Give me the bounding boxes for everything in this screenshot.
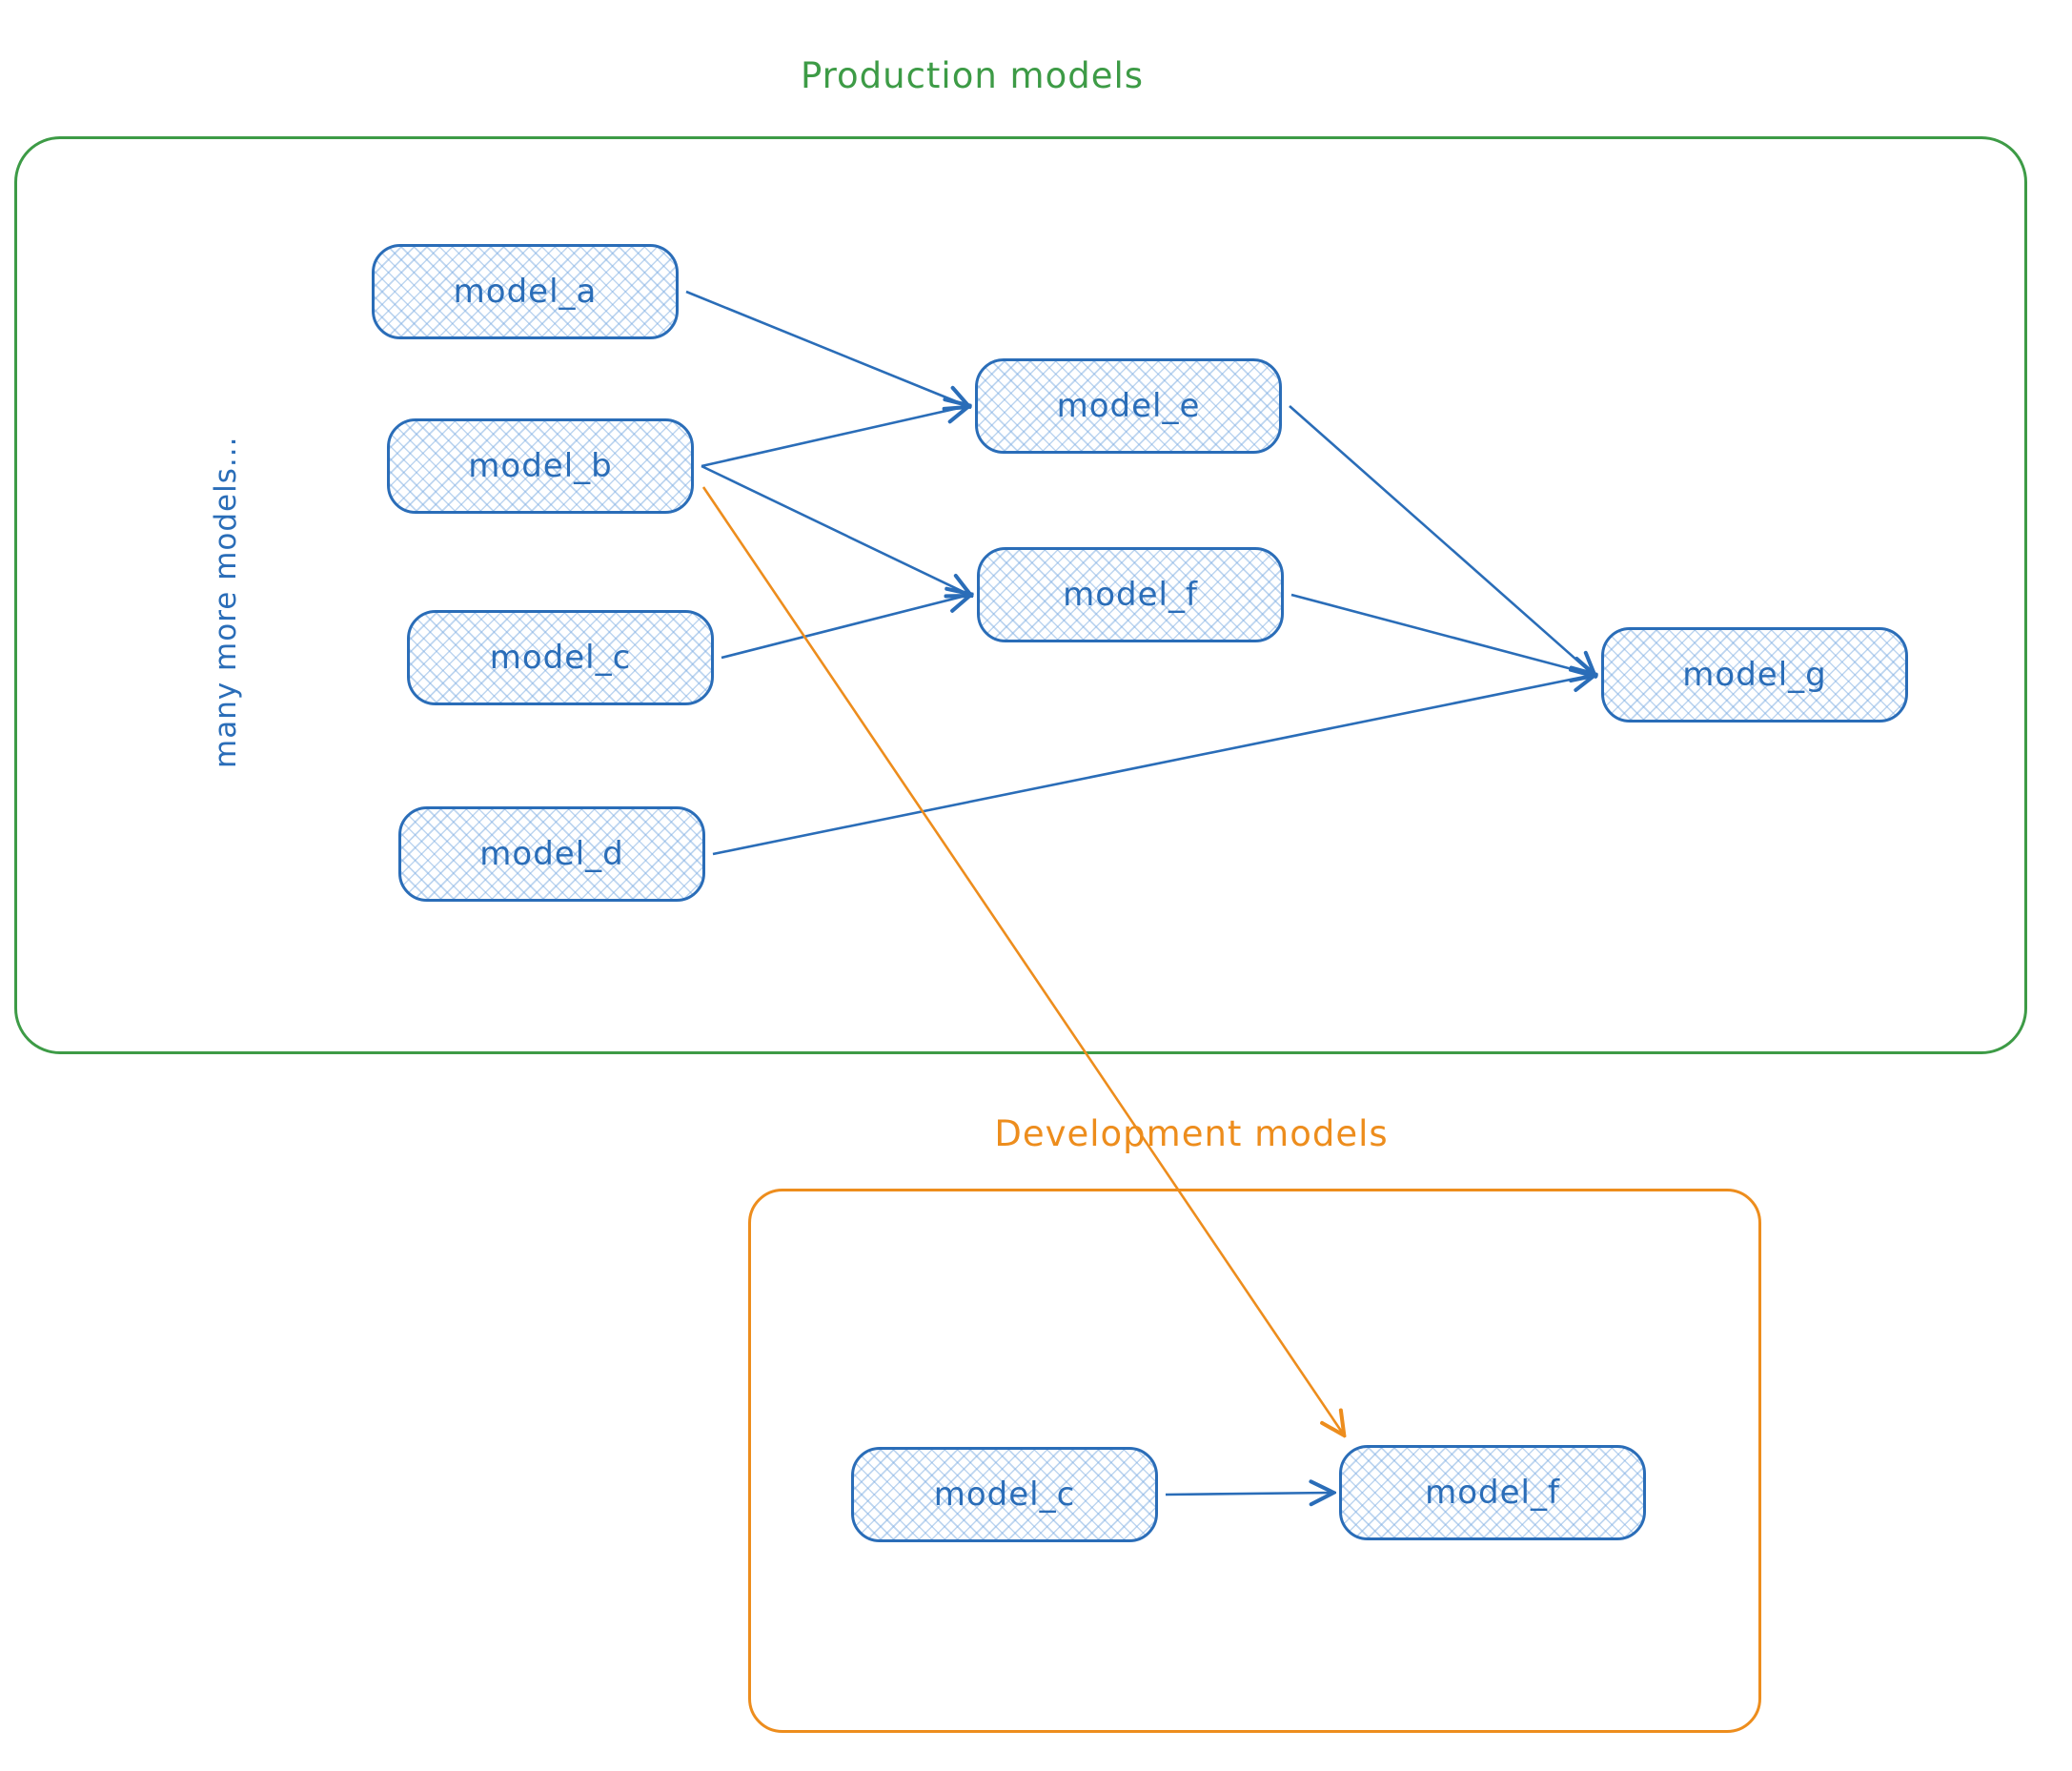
node-model-f-production[interactable]: model_f — [977, 547, 1284, 642]
node-model-e[interactable]: model_e — [975, 358, 1282, 454]
node-model-c-development[interactable]: model_c — [851, 1447, 1158, 1542]
node-model-c-production[interactable]: model_c — [407, 610, 714, 705]
development-group-title: Development models — [994, 1113, 1389, 1154]
node-model-d[interactable]: model_d — [398, 806, 705, 902]
node-model-g[interactable]: model_g — [1601, 627, 1908, 723]
production-group-title: Production models — [800, 55, 1145, 96]
many-more-models-note: many more models... — [209, 436, 243, 768]
node-model-b[interactable]: model_b — [387, 418, 694, 514]
node-model-a[interactable]: model_a — [372, 244, 679, 339]
node-model-f-development[interactable]: model_f — [1339, 1445, 1646, 1540]
